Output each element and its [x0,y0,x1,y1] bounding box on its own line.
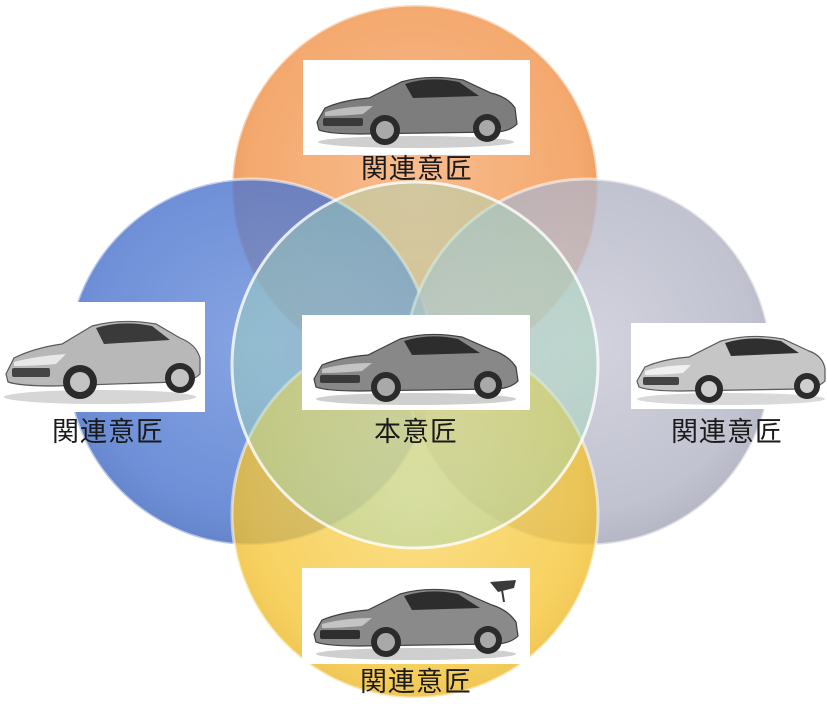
sports-car-with-spoiler-icon [313,580,519,660]
main-design-image [302,315,530,410]
sports-car-icon [313,333,519,405]
related-design-image-left [0,302,205,412]
label-related-design-bottom: 関連意匠 [360,667,472,698]
related-design-image-top [303,60,530,155]
label-related-design-right: 関連意匠 [671,417,783,448]
label-related-design-left: 関連意匠 [52,417,164,448]
label-related-design-top: 関連意匠 [361,154,473,185]
sports-car-icon [636,335,826,405]
related-design-image-right [631,323,827,409]
label-main-design: 本意匠 [374,417,458,448]
sports-car-icon [316,76,518,148]
related-design-image-bottom [302,568,530,664]
sports-car-icon [4,320,201,404]
